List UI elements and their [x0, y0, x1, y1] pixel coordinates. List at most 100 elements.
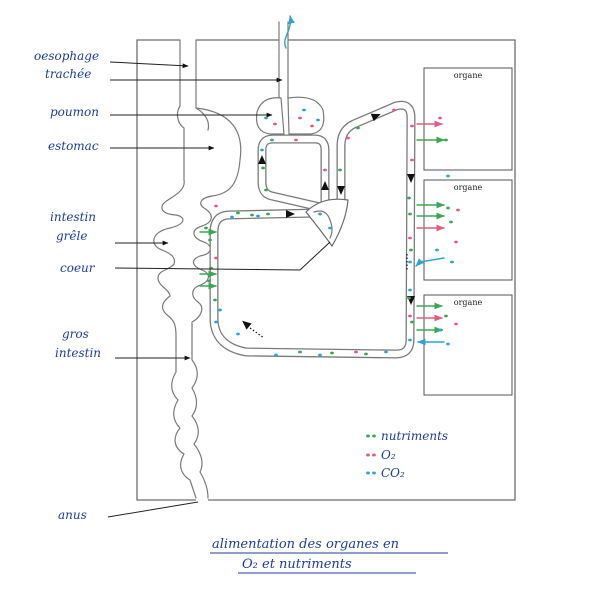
- o2-dot: [214, 256, 218, 260]
- o2-dot: [410, 124, 414, 128]
- flow-arrow-return: [242, 320, 252, 330]
- respiratory-system: [255, 15, 325, 135]
- nutriments-dot: [444, 138, 448, 142]
- legend-dot-o2-2: [372, 453, 376, 457]
- nutriments-dot: [338, 168, 342, 172]
- o2-dot: [408, 314, 412, 318]
- nutriments-dot: [409, 248, 413, 252]
- nutriments-dot: [446, 206, 450, 210]
- body-outline-left: [136, 39, 196, 501]
- organ-box-2: [423, 179, 513, 281]
- nutriments-dot: [261, 166, 265, 170]
- co2-dot: [408, 338, 412, 342]
- o2-dot: [454, 322, 458, 326]
- diagram-title: alimentation des organes en O₂ et nutrim…: [210, 537, 448, 574]
- nutriments-dot: [330, 351, 334, 355]
- legend-label-o2: O₂: [381, 448, 396, 462]
- nutriments-dot: [208, 238, 212, 242]
- co2-arrow-organ-2: [415, 257, 445, 267]
- digestive-left-wall: [153, 39, 197, 499]
- nutriments-dot: [444, 314, 448, 318]
- co2-dot: [408, 288, 412, 292]
- co2-dot: [446, 174, 450, 178]
- o2-dot: [392, 108, 396, 112]
- co2-dot: [274, 353, 278, 357]
- o2-dot: [298, 116, 302, 120]
- co2-dot: [236, 332, 240, 336]
- body-outline: [136, 39, 516, 501]
- co2-dot: [270, 138, 274, 142]
- title-line-2: O₂ et nutriments: [242, 557, 352, 572]
- nutriments-dot: [449, 220, 453, 224]
- label-intestin-grele-line1: intestin: [50, 210, 96, 224]
- label-oesophage: oesophage: [34, 49, 99, 63]
- legend-dot-nutriments-2: [372, 434, 376, 438]
- o2-dot: [214, 204, 218, 208]
- label-gros-intestin-line2: intestin: [55, 346, 101, 360]
- title-line-1: alimentation des organes en: [212, 537, 399, 552]
- o2-dot: [408, 236, 412, 240]
- flow-arrow-heart-down: [337, 186, 345, 195]
- digestive-right-wall: [191, 39, 242, 499]
- legend-dot-co2-1: [366, 471, 370, 475]
- legend-dot-co2-2: [372, 471, 376, 475]
- co2-dot: [450, 260, 454, 264]
- co2-dot: [256, 214, 260, 218]
- nutriments-dot: [266, 212, 270, 216]
- organ-boxes: organe organe organe: [423, 67, 513, 396]
- right-lung: [287, 96, 325, 135]
- label-intestin-grele-line2: grêle: [56, 229, 87, 243]
- stomach-inner-fold: [195, 107, 210, 131]
- label-coeur: coeur: [60, 261, 96, 275]
- co2-dot: [435, 248, 439, 252]
- o2-dot: [456, 208, 460, 212]
- organ-label-2: organe: [454, 183, 483, 192]
- body-outline-right: [208, 39, 516, 501]
- nutriments-dot: [407, 196, 411, 200]
- organ-label-1: organe: [454, 71, 483, 80]
- legend: nutriments O₂ CO₂: [366, 429, 448, 480]
- organ-box-3: [423, 294, 513, 396]
- label-gros-intestin-line1: gros: [62, 327, 89, 341]
- legend-dot-nutriments-1: [366, 434, 370, 438]
- organ-label-3: organe: [454, 298, 483, 307]
- nutriments-dot: [250, 213, 254, 217]
- label-pointers: [107, 61, 331, 518]
- nutriments-dot: [204, 226, 208, 230]
- label-estomac: estomac: [48, 139, 99, 153]
- co2-dot: [230, 215, 234, 219]
- co2-dot: [218, 308, 222, 312]
- label-poumon: poumon: [50, 105, 99, 119]
- flow-arrow-to-heart: [286, 210, 295, 218]
- flow-arrow-aorta: [370, 113, 381, 122]
- nutriments-dot: [410, 320, 414, 324]
- co2-dot: [438, 328, 442, 332]
- nutriments-dot: [407, 296, 411, 300]
- co2-dot: [316, 118, 320, 122]
- legend-dot-o2-1: [366, 453, 370, 457]
- nutriments-dot: [264, 188, 268, 192]
- pointer-oesophage: [109, 61, 189, 69]
- nutriments-dot: [236, 211, 240, 215]
- pointer-coeur: [114, 241, 331, 271]
- heart-inner-detail: [313, 210, 333, 239]
- o2-dot: [294, 138, 298, 142]
- co2-dot: [264, 116, 268, 120]
- flow-arrow-right-down-1: [407, 174, 415, 183]
- co2-dot: [318, 212, 322, 216]
- nutriments-dot: [408, 212, 412, 216]
- o2-dot: [410, 158, 414, 162]
- digestive-tract: [153, 39, 242, 499]
- o2-dot: [346, 136, 350, 140]
- intestine-absorption-arrows: [199, 228, 217, 290]
- nutriments-dot: [356, 126, 360, 130]
- co2-dot: [318, 353, 322, 357]
- co2-dot: [408, 260, 412, 264]
- o2-dot: [273, 122, 277, 126]
- nutriments-dot: [207, 279, 211, 283]
- organ-labels: oesophage trachée poumon estomac intesti…: [34, 49, 101, 522]
- exhaled-co2-arrow: [284, 15, 295, 49]
- flow-arrow-pulmonary-up: [258, 155, 266, 164]
- co2-dot: [384, 350, 388, 354]
